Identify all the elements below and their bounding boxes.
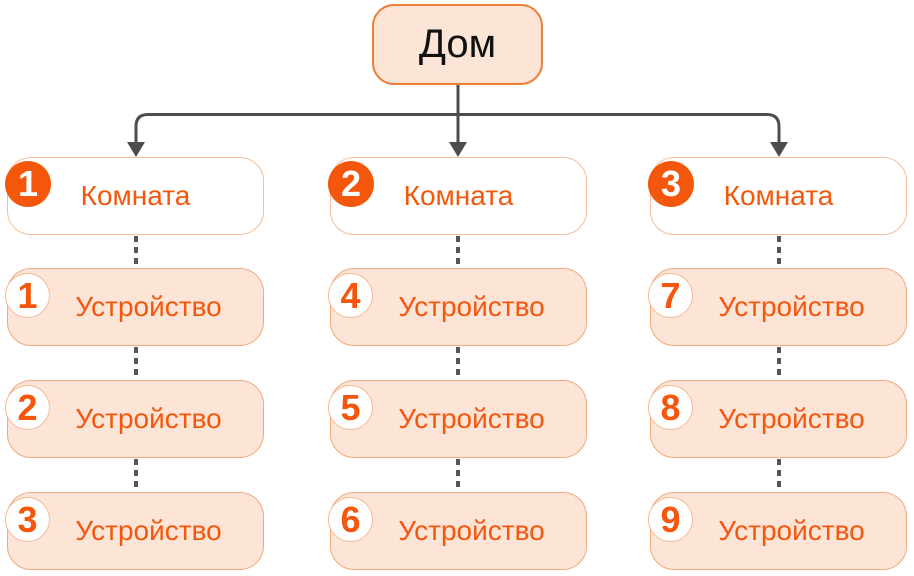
- dashed-connector: [456, 236, 460, 268]
- arrow-down-icon: [127, 142, 145, 157]
- device-number-badge: 3: [5, 497, 50, 542]
- device-number-badge: 5: [328, 385, 373, 430]
- device-number-badge: 7: [648, 273, 693, 318]
- dashed-connector: [134, 459, 138, 492]
- dashed-connector: [456, 347, 460, 380]
- device-label: Устройство: [75, 291, 222, 322]
- room-node-3: 3 Комната: [648, 157, 907, 235]
- device-number-badge: 4: [328, 273, 373, 318]
- arrow-down-icon: [770, 142, 788, 157]
- device-node-3: 3 Устройство: [5, 492, 264, 570]
- room-label: Комната: [723, 180, 834, 211]
- device-node-8: 8 Устройство: [648, 380, 907, 458]
- dashed-connector: [134, 236, 138, 268]
- room-number-badge: 3: [648, 161, 694, 207]
- device-node-6: 6 Устройство: [328, 492, 587, 570]
- dashed-connector: [777, 347, 781, 380]
- dashed-connector: [777, 236, 781, 268]
- device-label: Устройство: [75, 403, 222, 434]
- device-node-5: 5 Устройство: [328, 380, 587, 458]
- house-label: Дом: [418, 22, 497, 66]
- device-label: Устройство: [398, 291, 545, 322]
- device-label: Устройство: [718, 515, 865, 546]
- arrow-down-icon: [449, 142, 467, 157]
- room-label: Комната: [80, 180, 191, 211]
- device-node-9: 9 Устройство: [648, 492, 907, 570]
- dashed-connector: [456, 459, 460, 492]
- house-node: Дом: [372, 4, 543, 85]
- room-label: Комната: [403, 180, 514, 211]
- room-node-2: 2 Комната: [328, 157, 587, 235]
- device-number-badge: 8: [648, 385, 693, 430]
- device-node-1: 1 Устройство: [5, 268, 264, 346]
- dashed-connector: [134, 347, 138, 380]
- branch-line: [134, 113, 781, 143]
- device-node-7: 7 Устройство: [648, 268, 907, 346]
- device-node-4: 4 Устройство: [328, 268, 587, 346]
- device-label: Устройство: [718, 403, 865, 434]
- device-label: Устройство: [398, 515, 545, 546]
- room-node-1: 1 Комната: [5, 157, 264, 235]
- device-node-2: 2 Устройство: [5, 380, 264, 458]
- room-number-badge: 1: [5, 161, 51, 207]
- dashed-connector: [777, 459, 781, 492]
- device-label: Устройство: [718, 291, 865, 322]
- device-number-badge: 9: [648, 497, 693, 542]
- device-label: Устройство: [398, 403, 545, 434]
- room-number-badge: 2: [328, 161, 374, 207]
- device-label: Устройство: [75, 515, 222, 546]
- device-number-badge: 1: [5, 273, 50, 318]
- device-number-badge: 2: [5, 385, 50, 430]
- tree-connector: [127, 85, 788, 157]
- device-number-badge: 6: [328, 497, 373, 542]
